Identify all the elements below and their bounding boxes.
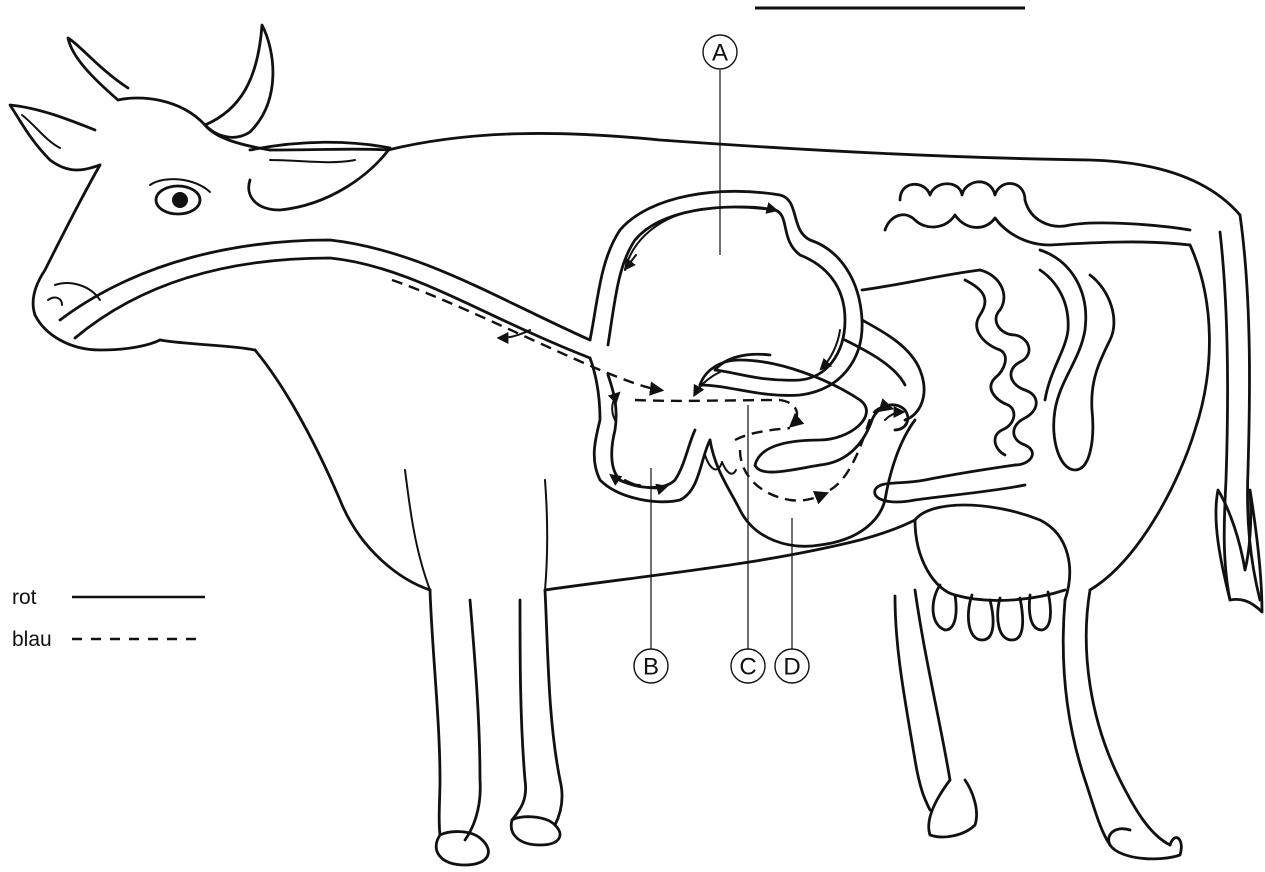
reticulum-outline — [590, 358, 710, 502]
legend-solid-label: rot — [12, 586, 37, 609]
leader-lines — [651, 70, 792, 650]
intestines — [862, 182, 1190, 502]
label-b: B — [634, 649, 668, 683]
oesophagus — [60, 240, 590, 358]
label-d-text: D — [783, 654, 800, 681]
dashed-path-to-abomasum — [740, 450, 825, 501]
dashed-path-mouth-to-reticulum — [392, 280, 660, 390]
legend: rot blau — [12, 586, 205, 651]
dashed-path-to-omasum — [635, 400, 797, 425]
arrow-rumen-top — [625, 207, 775, 270]
label-d: D — [775, 649, 809, 683]
label-b-text: B — [643, 654, 659, 681]
label-c: C — [731, 649, 765, 683]
label-a-text: A — [712, 40, 728, 67]
label-a: A — [703, 35, 737, 69]
label-c-text: C — [739, 654, 756, 681]
cow-head — [10, 25, 390, 350]
legend-dashed-label: blau — [12, 628, 52, 651]
rumen-outline — [590, 191, 862, 395]
